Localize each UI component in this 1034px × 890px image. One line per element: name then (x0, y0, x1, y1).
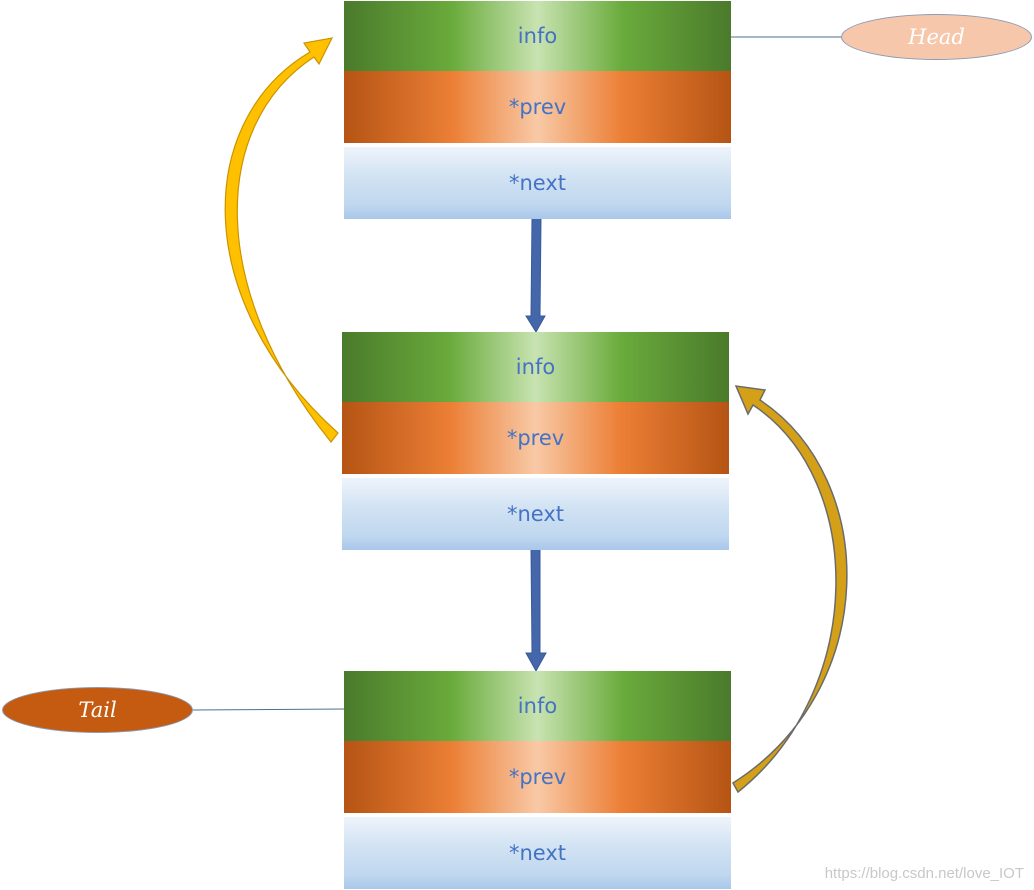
node-2-prev-label: *prev (506, 426, 565, 450)
node-1-next-label: *next (508, 171, 567, 195)
node-1-info-field: info (344, 1, 731, 71)
node-2-next-label: *next (506, 502, 565, 526)
tail-label: Tail (2, 687, 193, 733)
node-3: info *prev *next (344, 671, 731, 889)
node-2-info-field: info (342, 332, 729, 402)
node-1-gap (344, 143, 731, 147)
next-arrow-2 (525, 548, 547, 673)
node-2-gap (342, 474, 729, 478)
node-3-prev-field: *prev (344, 741, 731, 813)
node-2-info-label: info (515, 355, 556, 379)
node-3-info-label: info (517, 694, 558, 718)
node-3-info-field: info (344, 671, 731, 741)
node-3-next-label: *next (508, 841, 567, 865)
tail-label-text: Tail (78, 698, 117, 722)
head-label-text: Head (908, 25, 965, 49)
node-3-next-field: *next (344, 817, 731, 889)
node-1: info *prev *next (344, 1, 731, 219)
node-2: info *prev *next (342, 332, 729, 550)
head-label: Head (841, 14, 1032, 60)
node-1-info-label: info (517, 24, 558, 48)
watermark: https://blog.csdn.net/love_IOT (824, 865, 1024, 882)
node-3-gap (344, 813, 731, 817)
node-1-prev-field: *prev (344, 71, 731, 143)
prev-arrow-upper (224, 37, 339, 443)
node-1-prev-label: *prev (508, 95, 567, 119)
node-3-prev-label: *prev (508, 765, 567, 789)
tail-connector-line (191, 708, 346, 711)
node-1-next-field: *next (344, 147, 731, 219)
prev-arrow-lower (732, 385, 848, 794)
node-2-prev-field: *prev (342, 402, 729, 474)
node-2-next-field: *next (342, 478, 729, 550)
next-arrow-1 (525, 217, 546, 333)
